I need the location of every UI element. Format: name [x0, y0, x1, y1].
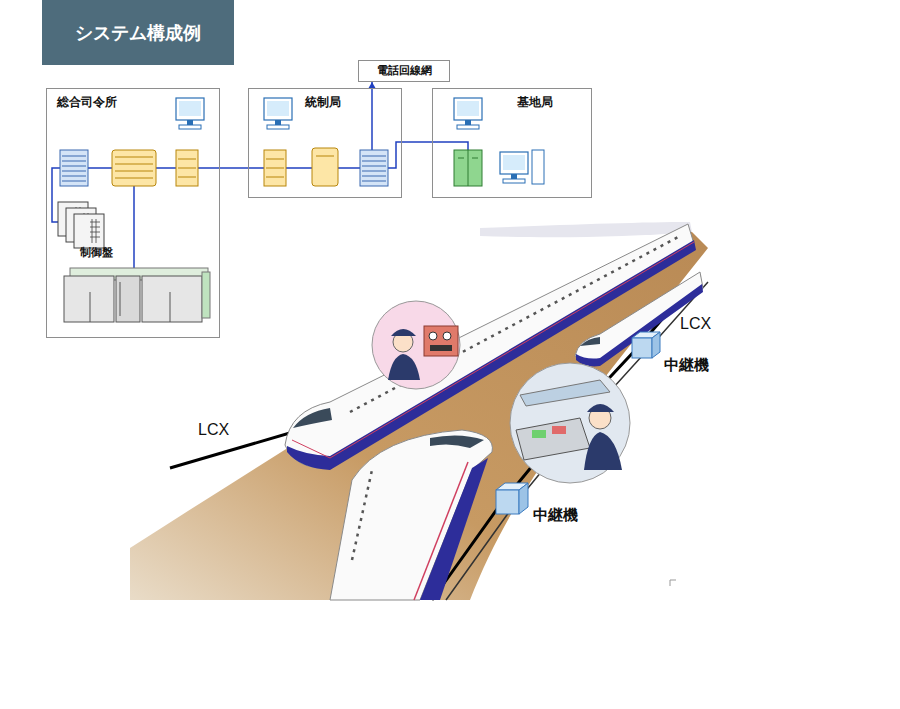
base-station-equipment: [454, 150, 482, 186]
railway-illustration: [580, 337, 600, 346]
railway-illustration: [424, 326, 458, 356]
headquarters-equipment: [142, 276, 202, 322]
railway-illustration: [670, 580, 676, 586]
panel-label: 制御盤: [80, 246, 113, 259]
railway-illustration: [519, 483, 528, 514]
base-station-equipment: [432, 98, 544, 186]
control-station-equipment: [312, 148, 338, 186]
railway-illustration: [388, 354, 420, 380]
headquarters-equipment: [74, 214, 104, 248]
control-station-equipment: [264, 150, 286, 186]
base-station-box: 基地局: [432, 88, 592, 198]
railway-illustration: [330, 430, 492, 600]
headquarters-equipment: [64, 268, 210, 322]
railway-illustration: [532, 430, 546, 438]
base-station-equipment: [432, 142, 468, 150]
railway-illustration: [372, 301, 460, 389]
railway-illustration: [372, 301, 460, 389]
node-label: 総合司令所: [57, 95, 117, 109]
railway-illustration: [287, 240, 696, 470]
node-label: 統制局: [305, 95, 341, 109]
railway-illustration: [510, 363, 630, 483]
headquarters-equipment: [176, 150, 198, 186]
control-station-equipment: [248, 88, 402, 186]
railway-illustration: [430, 435, 484, 448]
railway-illustration: [391, 329, 416, 336]
headquarters-equipment: [90, 282, 170, 322]
headquarters-equipment: [115, 157, 153, 178]
railway-illustration: [584, 432, 622, 470]
railway-illustration: [430, 345, 452, 351]
railway-illustration: [285, 224, 694, 468]
headquarters-equipment: [112, 150, 156, 186]
headquarters-equipment: [60, 150, 88, 186]
control-station-equipment: [264, 98, 292, 129]
connector-line: [402, 141, 432, 143]
base-station-equipment: [500, 152, 528, 183]
repeater-label: 中継機: [533, 506, 578, 524]
control-station-box: 統制局: [248, 88, 402, 198]
phone-network-box: 電話回線網: [358, 60, 450, 82]
railway-illustration: [552, 426, 566, 434]
railway-illustration: [414, 462, 468, 600]
railway-illustration: [510, 363, 630, 483]
railway-illustration: [170, 430, 300, 468]
node-label: 基地局: [517, 95, 553, 109]
headquarters-equipment: [133, 186, 135, 270]
railway-illustration: [429, 332, 437, 340]
headquarters-equipment: [52, 98, 220, 322]
repeater-label: 中継機: [664, 356, 709, 374]
headquarters-equipment: [176, 98, 204, 129]
control-station-equipment: [316, 156, 334, 157]
railway-illustration: [652, 332, 660, 358]
railway-illustration: [520, 380, 610, 406]
headquarters-equipment: [64, 276, 114, 322]
base-station-equipment: [458, 150, 478, 186]
control-station-equipment: [371, 88, 373, 150]
railway-illustration: [352, 470, 372, 560]
title-tab: システム構成例: [42, 0, 234, 65]
lcx-label: LCX: [680, 314, 711, 333]
railway-illustration: [130, 222, 708, 600]
base-station-equipment: [454, 98, 482, 129]
railway-illustration: [292, 242, 694, 458]
railway-illustration: [496, 490, 519, 514]
railway-illustration: [587, 404, 614, 412]
railway-illustration: [516, 418, 590, 460]
control-station-equipment: [360, 150, 388, 186]
railway-illustration: [632, 338, 652, 358]
title-text: システム構成例: [75, 21, 201, 45]
headquarters-box: 総合司令所: [46, 88, 220, 338]
base-station-equipment: [532, 150, 544, 184]
railway-illustration: [496, 483, 528, 514]
node-label: 電話回線網: [377, 64, 432, 77]
railway-illustration: [480, 222, 692, 237]
railway-illustration: [632, 332, 660, 358]
railway-illustration: [420, 458, 488, 600]
connector-line: [220, 167, 248, 169]
headquarters-equipment: [202, 272, 210, 318]
railway-illustration: [443, 332, 451, 340]
control-station-equipment: [388, 142, 402, 168]
lcx-label: LCX: [198, 420, 229, 439]
railway-illustration: [130, 230, 708, 600]
railway-illustration: [293, 408, 332, 428]
